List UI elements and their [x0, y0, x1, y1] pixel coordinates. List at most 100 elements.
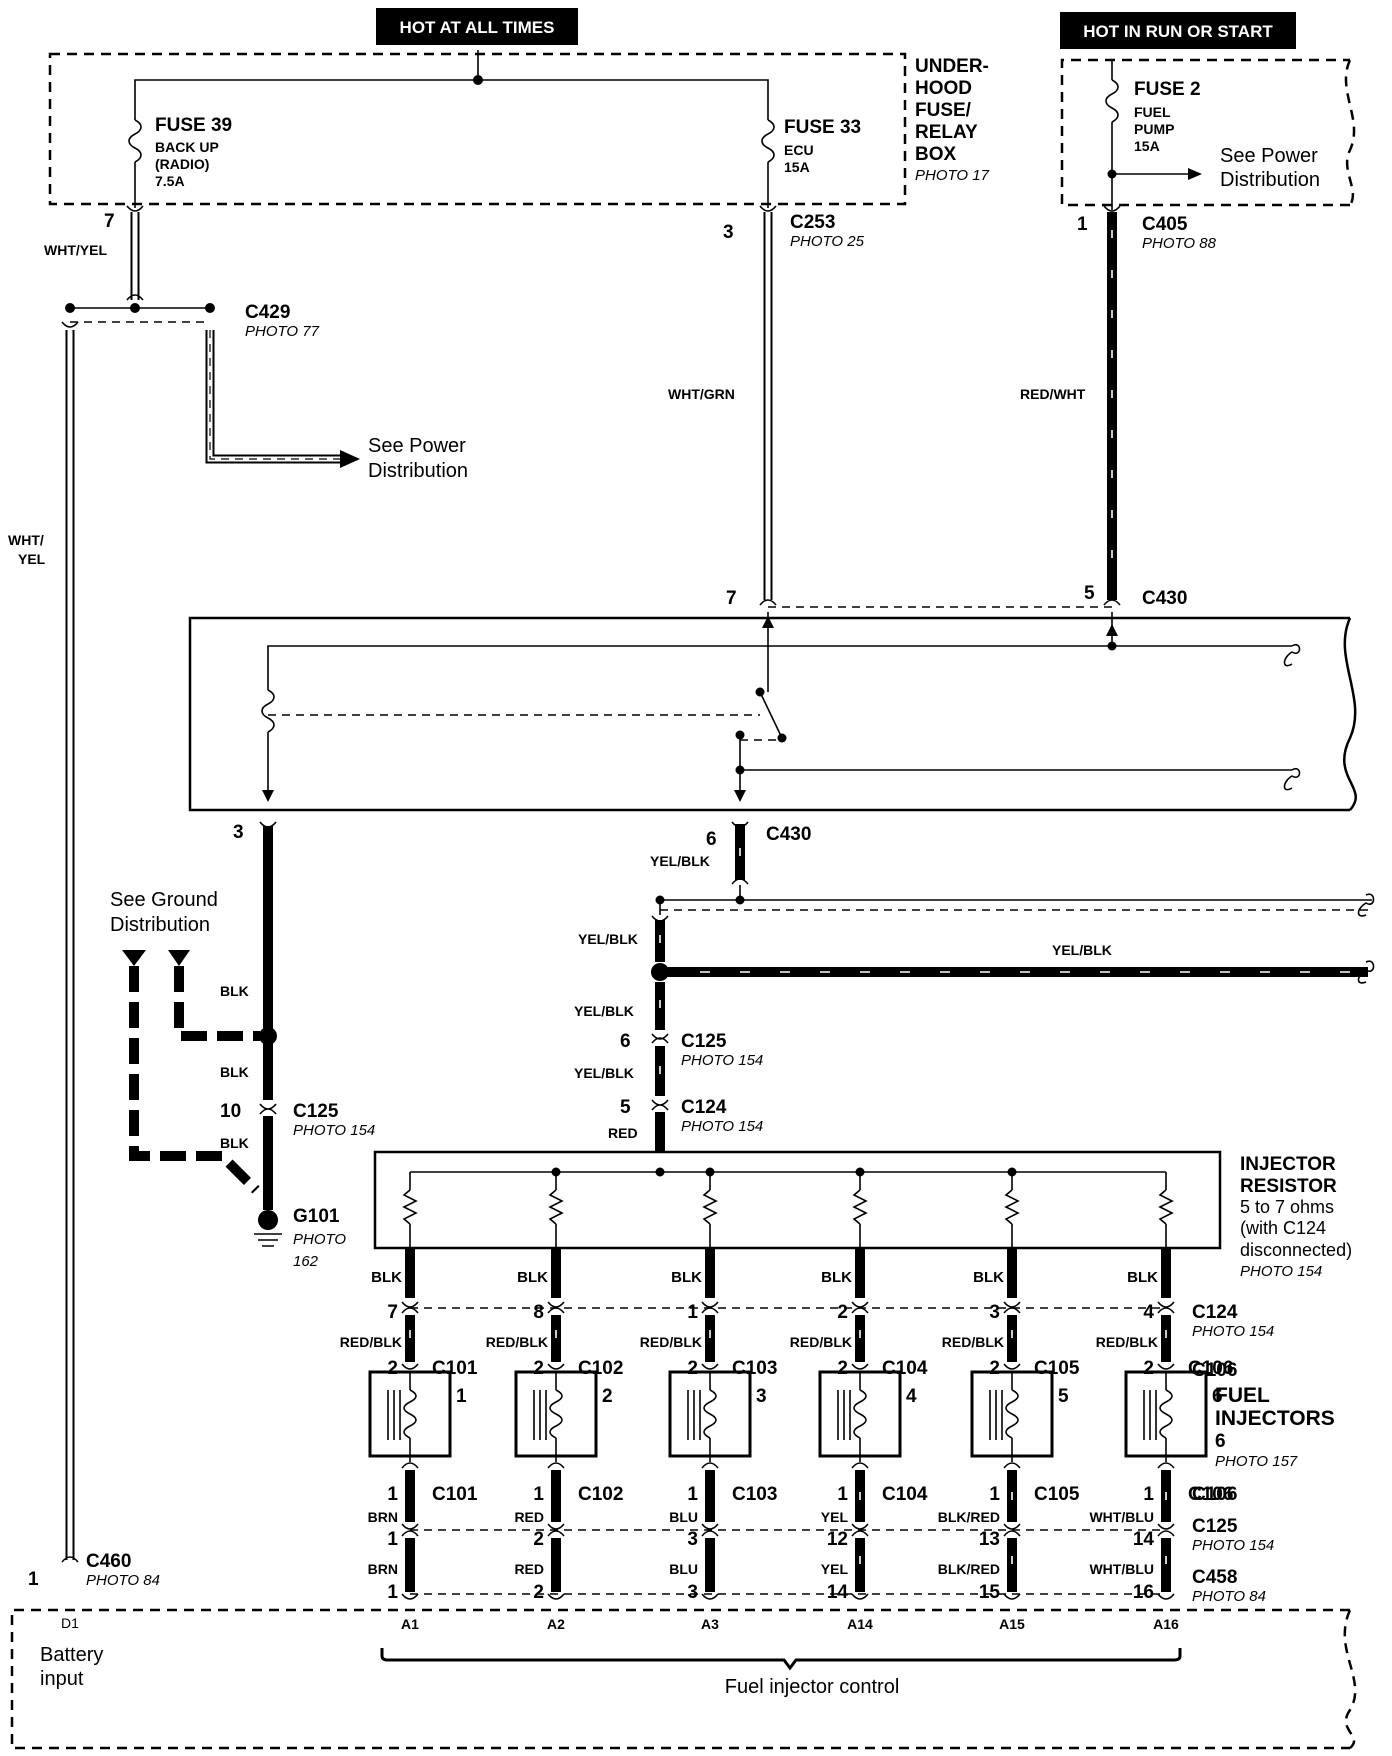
- svg-text:PUMP: PUMP: [1134, 121, 1174, 137]
- injector-label: WHT/BLU: [1089, 1509, 1154, 1525]
- injector-label: C104: [882, 1358, 928, 1379]
- svg-text:PHOTO 77: PHOTO 77: [245, 323, 320, 340]
- injector-label: 2: [687, 1358, 698, 1379]
- fuse-39-symbol: [128, 119, 142, 163]
- svg-text:PHOTO 154: PHOTO 154: [1240, 1263, 1322, 1280]
- injector-label: C104: [882, 1484, 928, 1505]
- fuse-2-box: [1060, 58, 1356, 207]
- svg-text:PHOTO 154: PHOTO 154: [1192, 1323, 1274, 1340]
- injector-label: 1: [387, 1484, 398, 1505]
- svg-text:10: 10: [220, 1101, 241, 1122]
- injector-label: 2: [1143, 1358, 1154, 1379]
- injector-label: 14: [1133, 1529, 1155, 1550]
- svg-text:3: 3: [233, 822, 244, 843]
- svg-text:C458: C458: [1192, 1567, 1237, 1588]
- injector-label: BLK/RED: [938, 1509, 1000, 1525]
- svg-text:YEL/BLK: YEL/BLK: [650, 853, 710, 869]
- svg-text:BLK: BLK: [220, 983, 249, 999]
- svg-text:1: 1: [28, 1569, 39, 1590]
- svg-text:5: 5: [620, 1097, 631, 1118]
- injector-label: RED/BLK: [640, 1334, 702, 1350]
- svg-text:BACK UP: BACK UP: [155, 139, 219, 155]
- injector-label: 3: [756, 1386, 767, 1407]
- svg-text:7: 7: [726, 588, 737, 609]
- svg-text:Fuel injector control: Fuel injector control: [725, 1676, 900, 1698]
- injector-label: C101: [432, 1358, 478, 1379]
- svg-text:C430: C430: [1142, 588, 1187, 609]
- svg-text:15A: 15A: [784, 159, 810, 175]
- injector-label: 2: [387, 1358, 398, 1379]
- svg-text:YEL/BLK: YEL/BLK: [1052, 942, 1112, 958]
- injector-label: BLK: [973, 1269, 1004, 1286]
- injector-label: 3: [687, 1582, 698, 1603]
- injector-label: C103: [732, 1358, 777, 1379]
- injector-label: 6: [1212, 1386, 1223, 1407]
- injector-label: RED/BLK: [790, 1334, 852, 1350]
- svg-text:WHT/: WHT/: [8, 532, 44, 548]
- svg-text:BOX: BOX: [915, 144, 957, 165]
- svg-text:G101: G101: [293, 1206, 340, 1227]
- svg-text:PHOTO 84: PHOTO 84: [86, 1572, 160, 1589]
- injector-label: RED/BLK: [340, 1334, 402, 1350]
- svg-text:FUEL: FUEL: [1134, 104, 1171, 120]
- svg-text:Distribution: Distribution: [368, 460, 468, 482]
- injector-label: 16: [1133, 1582, 1154, 1603]
- injector-label: 4: [906, 1386, 917, 1407]
- injector-label: BLK/RED: [938, 1561, 1000, 1577]
- injector-label: 2: [602, 1386, 613, 1407]
- svg-text:C124: C124: [1192, 1302, 1238, 1323]
- svg-text:INJECTOR: INJECTOR: [1240, 1154, 1336, 1175]
- svg-text:7: 7: [104, 211, 115, 232]
- injector-label: 2: [533, 1529, 544, 1550]
- injector-label: 2: [837, 1302, 848, 1323]
- svg-text:5: 5: [1084, 583, 1095, 604]
- svg-text:6: 6: [706, 829, 717, 850]
- injector-label: BLU: [669, 1561, 698, 1577]
- main-relay-box: [188, 616, 1357, 812]
- svg-text:FUSE 39: FUSE 39: [155, 115, 232, 136]
- injector-label: C106: [1188, 1484, 1233, 1505]
- fuse-33-symbol: [761, 119, 775, 163]
- svg-text:6: 6: [1215, 1431, 1226, 1452]
- injector-label: A2: [547, 1616, 565, 1632]
- injector-label: BRN: [368, 1509, 398, 1525]
- injector-label: RED: [514, 1561, 544, 1577]
- injector-label: WHT/BLU: [1089, 1561, 1154, 1577]
- svg-text:Distribution: Distribution: [110, 914, 210, 936]
- injector-label: A14: [847, 1616, 873, 1632]
- hot-in-run-tag: HOT IN RUN OR START: [1060, 12, 1296, 49]
- svg-text:C124: C124: [681, 1097, 727, 1118]
- injector-label: 14: [827, 1582, 849, 1603]
- injector-label: 12: [827, 1529, 848, 1550]
- injector-label: C103: [732, 1484, 777, 1505]
- svg-text:YEL/BLK: YEL/BLK: [574, 1003, 634, 1019]
- svg-text:PHOTO 84: PHOTO 84: [1192, 1588, 1266, 1605]
- svg-text:PHOTO 154: PHOTO 154: [293, 1122, 375, 1139]
- svg-text:WHT/GRN: WHT/GRN: [668, 386, 735, 402]
- injector-label: 2: [533, 1582, 544, 1603]
- injector-label: A3: [701, 1616, 719, 1632]
- svg-text:See Power: See Power: [368, 435, 466, 457]
- svg-text:PHOTO 88: PHOTO 88: [1142, 235, 1217, 252]
- injector-label: BLK: [671, 1269, 702, 1286]
- injector-label: YEL: [821, 1561, 849, 1577]
- svg-text:(with C124: (with C124: [1240, 1218, 1326, 1238]
- injector-label: 3: [687, 1529, 698, 1550]
- injector-label: C102: [578, 1358, 623, 1379]
- injector-label: 1: [387, 1582, 398, 1603]
- injector-label: C105: [1034, 1358, 1080, 1379]
- svg-text:FUSE 33: FUSE 33: [784, 117, 861, 138]
- injector-label: 1: [687, 1484, 698, 1505]
- injector-label: 1: [989, 1484, 1000, 1505]
- svg-text:RED: RED: [608, 1125, 638, 1141]
- svg-text:YEL/BLK: YEL/BLK: [574, 1065, 634, 1081]
- injector-label: C105: [1034, 1484, 1080, 1505]
- injector-label: C106: [1188, 1358, 1233, 1379]
- fuse-2-symbol: [1105, 79, 1119, 123]
- svg-text:HOOD: HOOD: [915, 78, 972, 99]
- injector-label: C102: [578, 1484, 623, 1505]
- injector-label: A15: [999, 1616, 1025, 1632]
